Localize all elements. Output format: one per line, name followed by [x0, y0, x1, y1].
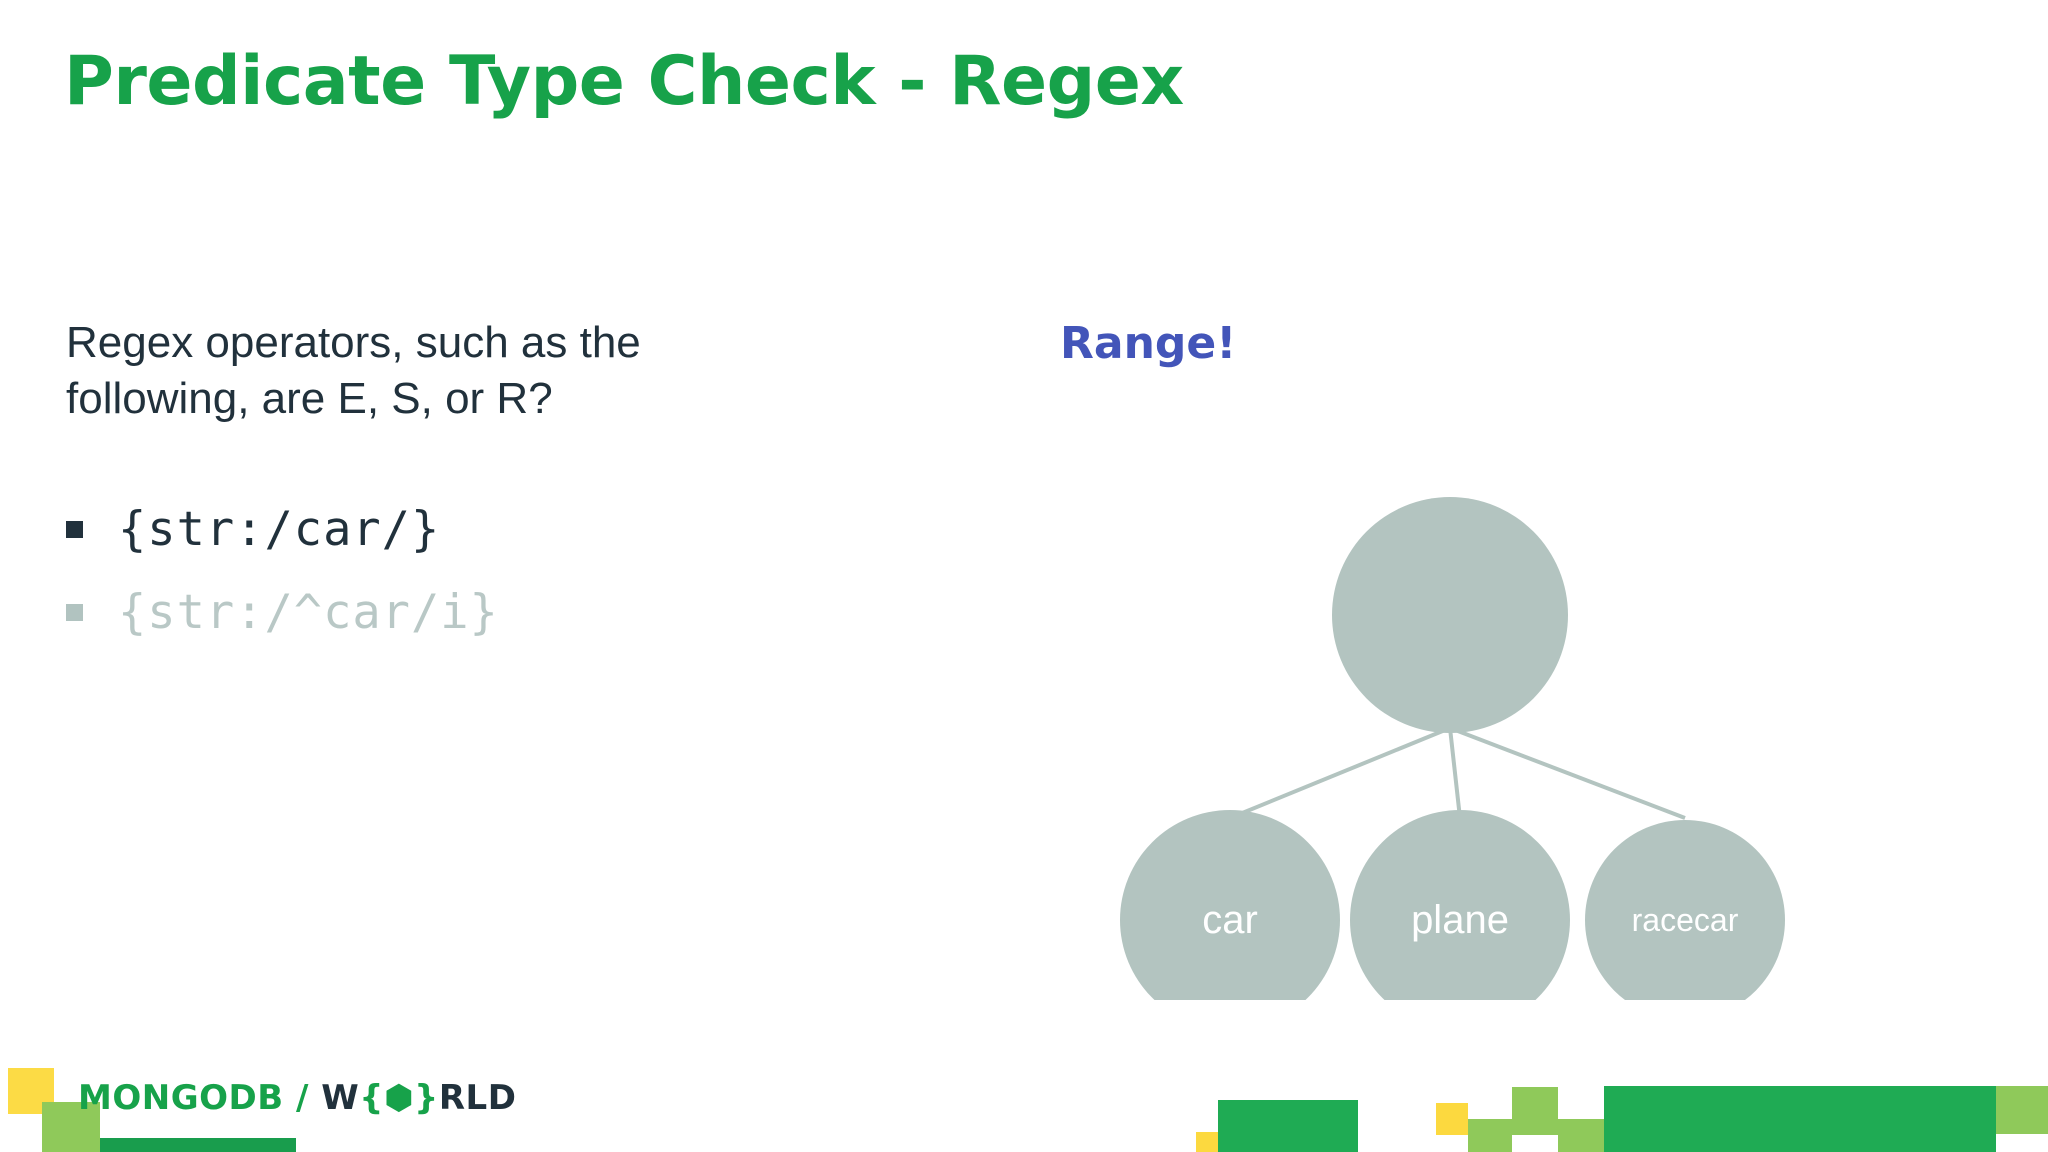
answer-label: Range! [1060, 318, 1237, 369]
deco-square-lightgreen-icon [1558, 1119, 1604, 1152]
deco-square-lightgreen-icon [1996, 1086, 2048, 1134]
tree-node-label-car: car [1202, 898, 1258, 942]
tree-node-car[interactable] [1120, 810, 1340, 1000]
tree-node-plane[interactable] [1350, 810, 1570, 1000]
page-title: Predicate Type Check - Regex [64, 42, 1184, 121]
tree-edges [1229, 726, 1686, 820]
logo-gem-icon: {⬢} [359, 1078, 439, 1118]
tree-node-label-racecar: racecar [1632, 902, 1739, 938]
deco-rect-green-icon [1218, 1100, 1358, 1152]
deco-square-yellow-icon [1436, 1103, 1468, 1135]
edge-root-to-racecar [1449, 726, 1686, 820]
tree-diagram: car plane racecar [1090, 440, 1950, 1000]
logo-tile-green-icon [100, 1138, 296, 1152]
tree-node-racecar[interactable] [1585, 820, 1785, 1000]
list-item: {str:/car/} [66, 502, 846, 557]
regex-example-code: {str:/^car/i} [118, 584, 499, 640]
tree-node-root[interactable] [1332, 497, 1568, 733]
regex-example-list: {str:/car/} {str:/^car/i} [66, 502, 846, 640]
logo-world-before: W [321, 1078, 360, 1118]
logo-text-mongodb: MONGODB [78, 1078, 284, 1118]
logo-text-world: W{⬢}RLD [321, 1078, 516, 1118]
logo-tile-lightgreen-icon [42, 1102, 100, 1152]
list-item: {str:/^car/i} [66, 585, 846, 640]
mongodb-world-logo: MONGODB / W{⬢}RLD [0, 1060, 520, 1152]
edge-root-to-plane [1448, 727, 1462, 819]
logo-world-after: RLD [438, 1078, 517, 1118]
deco-square-lightgreen-icon [1512, 1087, 1558, 1135]
deco-square-lightgreen-icon [1468, 1119, 1512, 1152]
tree-node-label-plane: plane [1411, 898, 1509, 942]
tree-nodes: car plane racecar [1120, 497, 1785, 1000]
bullet-square-icon [66, 520, 83, 538]
regex-example-code: {str:/car/} [118, 501, 441, 557]
bullet-square-icon [66, 603, 83, 621]
logo-text-separator: / [283, 1078, 322, 1118]
logo-wordmark: MONGODB / W{⬢}RLD [78, 1078, 516, 1118]
lead-paragraph: Regex operators, such as the following, … [66, 318, 641, 424]
tree-diagram-svg: car plane racecar [1120, 497, 1785, 1000]
deco-rect-green-icon [1604, 1086, 1996, 1152]
left-content-column: Regex operators, such as the following, … [66, 315, 846, 668]
edge-root-to-car [1229, 726, 1451, 820]
